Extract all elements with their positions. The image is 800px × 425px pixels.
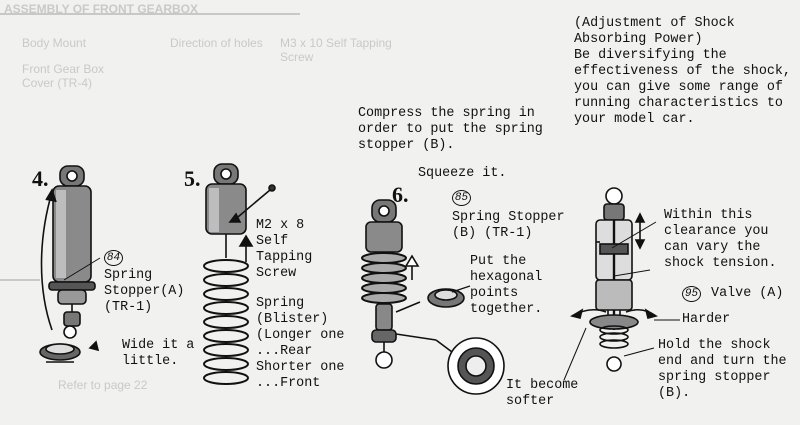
adjust-harder-label: Harder — [682, 312, 731, 327]
adjust-clearance-note: Within this clearance you can vary the s… — [664, 208, 777, 271]
step4-shock-illustration — [39, 165, 101, 363]
ghost-direction: Direction of holes — [170, 36, 263, 50]
adjust-softer-label: It become softer — [506, 378, 579, 409]
step-6-number: 6. — [392, 182, 409, 207]
step6-shock-illustration — [361, 199, 505, 395]
compress-note: Compress the spring in order to put the … — [358, 106, 543, 153]
part-number-badge: 84 — [104, 250, 123, 266]
ghost-tapping-screw: M3 x 10 Self Tapping Screw — [280, 36, 392, 64]
ghost-refer-page: Refer to page 22 — [58, 378, 148, 392]
adjust-hold-note: Hold the shock end and turn the spring s… — [658, 338, 787, 401]
step-6-action: Put the hexagonal points together. — [470, 254, 543, 317]
step-6-squeeze: Squeeze it. — [418, 166, 507, 181]
part-number-badge: 85 — [452, 190, 471, 206]
adjustment-shock-cutaway — [563, 187, 680, 381]
step-4-part-number: 84 — [104, 250, 125, 266]
step-5-spring-label: Spring (Blister) (Longer one ...Rear Sho… — [256, 296, 345, 391]
step-6-part-number: 85 — [452, 190, 473, 206]
step-5-number: 5. — [184, 166, 201, 191]
ghost-assembly-title: ASSEMBLY OF FRONT GEARBOX — [4, 2, 199, 16]
step5-shock-illustration — [203, 163, 276, 385]
step-6-part-label: Spring Stopper (B) (TR-1) — [452, 210, 565, 241]
step-5-screw-label: M2 x 8 Self Tapping Screw — [256, 218, 313, 281]
adjust-valve-label: 95 Valve (A) — [682, 286, 783, 302]
info-box-title: (Adjustment of Shock Absorbing Power) — [574, 16, 735, 47]
valve-label-text: Valve (A) — [711, 286, 784, 301]
info-box-body: Be diversifying the effectiveness of the… — [574, 48, 791, 127]
ghost-body-mount: Body Mount — [22, 36, 87, 50]
part-number-badge: 95 — [682, 286, 701, 302]
step-4-part-label: Spring Stopper(A) (TR-1) — [104, 268, 185, 315]
ghost-gearbox-cover: Front Gear Box Cover (TR-4) — [22, 62, 105, 90]
step-4-action: Wide it a little. — [122, 338, 195, 369]
step-4-number: 4. — [32, 166, 49, 191]
